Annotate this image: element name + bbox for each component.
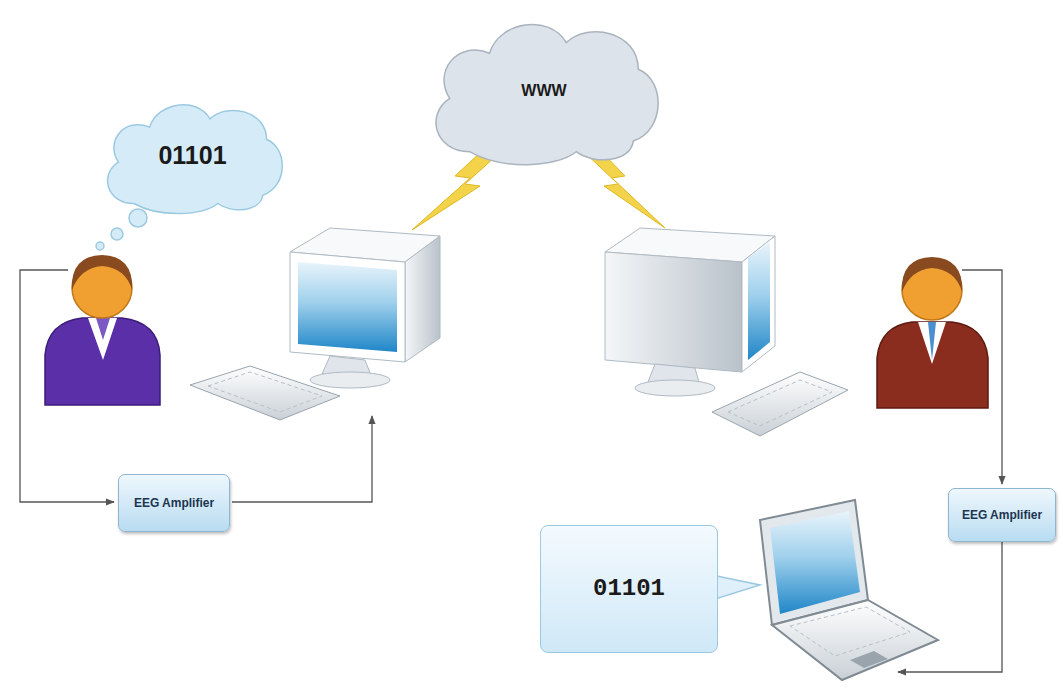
wire [20,270,1002,672]
person-icon [45,255,160,405]
internet-cloud: WWW [420,8,668,173]
eeg-amplifier-box: EEG Amplifier [118,474,230,532]
speech-pointer [712,575,760,600]
node-label: 01101 [158,140,226,171]
node-label: EEG Amplifier [134,496,214,511]
desktop-computer [605,228,848,436]
person-icon [877,257,988,408]
speech-box: 01101 [540,525,718,653]
thought-bubbles [96,209,147,250]
node-label: EEG Amplifier [962,508,1042,523]
eeg-amplifier-box: EEG Amplifier [948,488,1056,542]
laptop [760,500,938,680]
desktop-computer [190,228,440,420]
node-label: WWW [521,81,566,101]
thought-cloud: 01101 [95,92,290,220]
node-label: 01101 [593,574,665,604]
